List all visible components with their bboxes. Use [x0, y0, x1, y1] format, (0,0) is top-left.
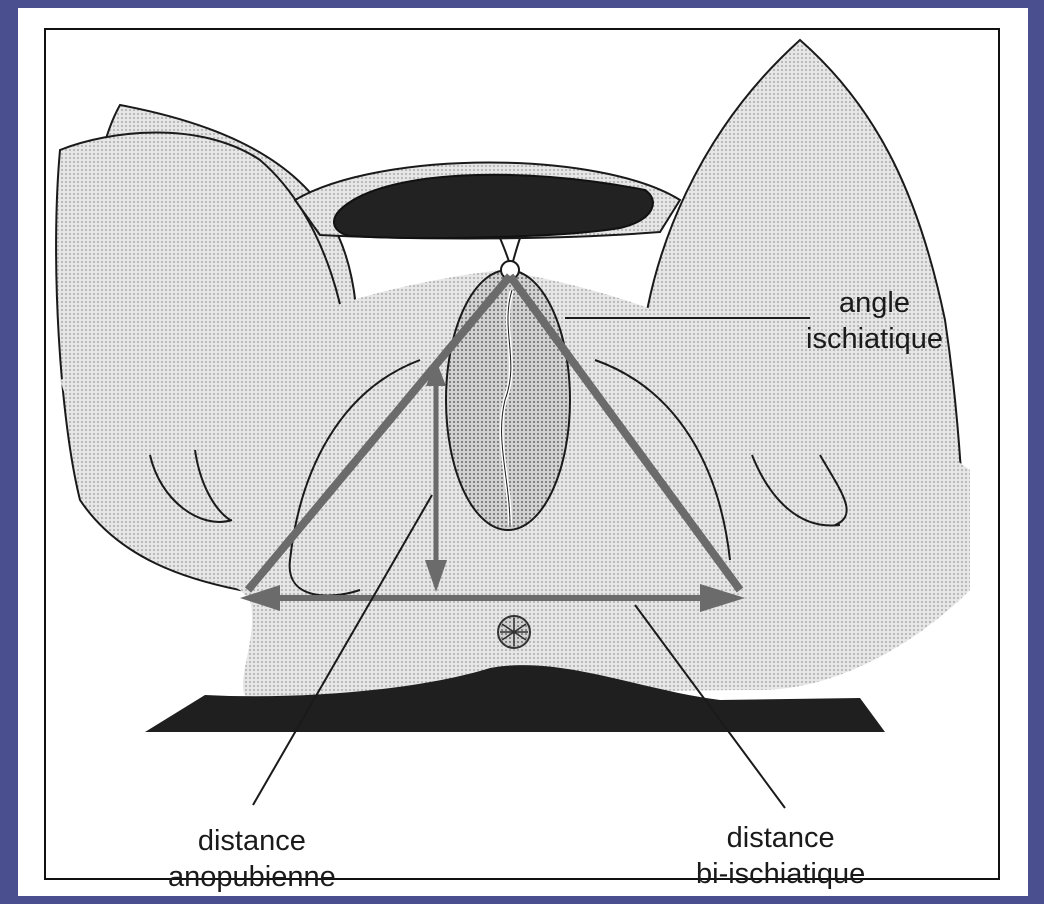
- angle-label-line-1: angle: [806, 285, 943, 321]
- angle-label-line-2: ischiatique: [806, 321, 943, 357]
- angle-ischiatique-label: angle ischiatique: [806, 285, 943, 357]
- anus: [498, 616, 530, 648]
- distance-bi-ischiatique-label: distance bi-ischiatique: [696, 820, 865, 892]
- biischiatique-label-line-1: distance: [696, 820, 865, 856]
- anopubienne-label-line-2: anopubienne: [168, 859, 336, 895]
- anopubienne-label-line-1: distance: [168, 823, 336, 859]
- distance-anopubienne-label: distance anopubienne: [168, 823, 336, 895]
- biischiatique-label-line-2: bi-ischiatique: [696, 856, 865, 892]
